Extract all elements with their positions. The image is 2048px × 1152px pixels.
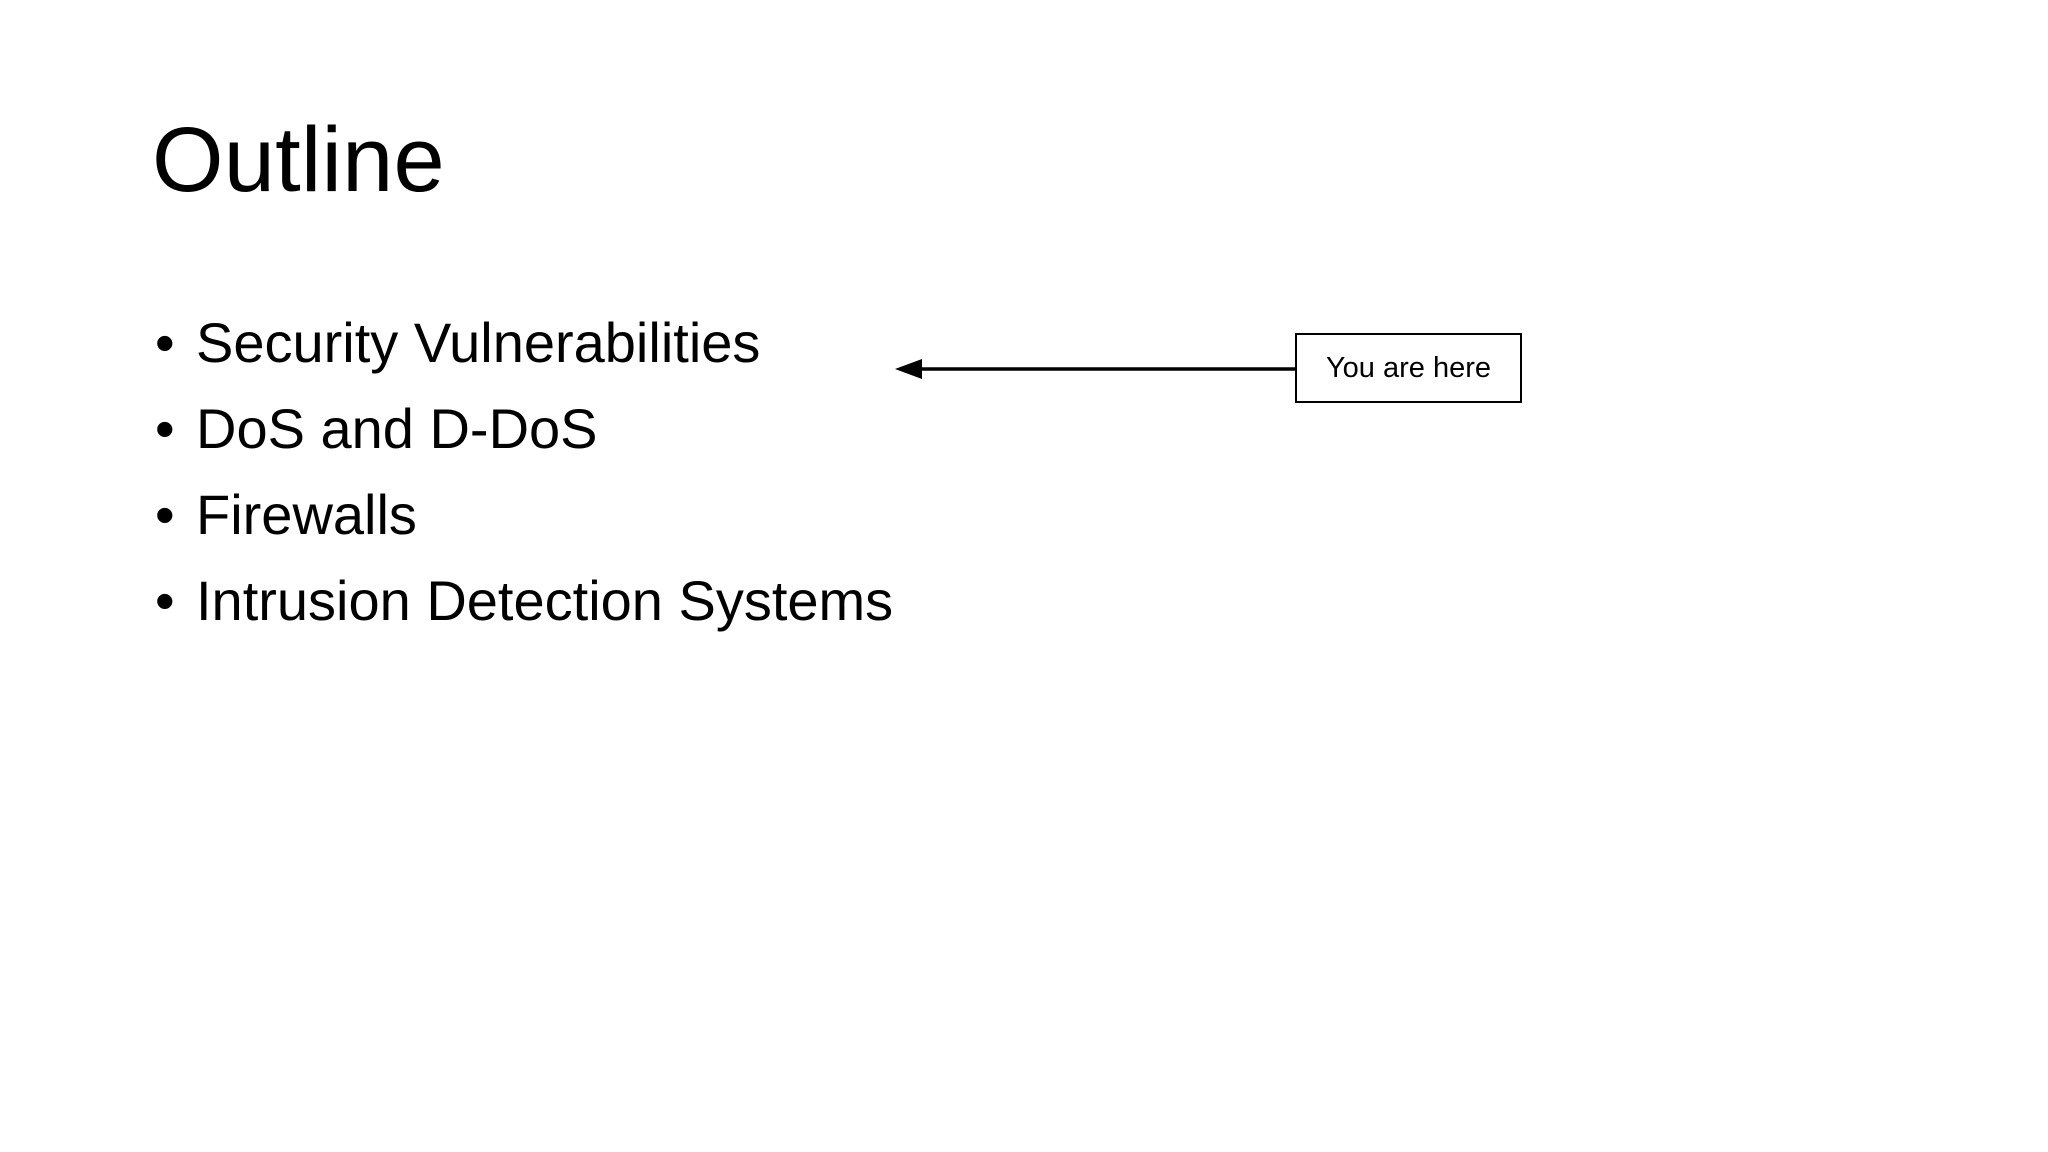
bullet-dot-icon: • [155, 311, 175, 374]
list-item[interactable]: • DoS and D-DoS [155, 386, 893, 472]
bullet-label: Intrusion Detection Systems [196, 569, 894, 632]
list-item[interactable]: • Firewalls [155, 472, 893, 558]
list-item[interactable]: • Intrusion Detection Systems [155, 558, 893, 644]
bullet-label: DoS and D-DoS [196, 397, 598, 460]
bullet-dot-icon: • [155, 397, 175, 460]
outline-bullet-list: • Security Vulnerabilities • DoS and D-D… [155, 300, 893, 644]
callout-arrow-icon [895, 359, 1300, 379]
bullet-dot-icon: • [155, 483, 175, 546]
callout-box[interactable]: You are here [1295, 333, 1522, 403]
page-title: Outline [152, 109, 445, 211]
callout-arrow-head [895, 359, 922, 379]
list-item[interactable]: • Security Vulnerabilities [155, 300, 893, 386]
bullet-label: Firewalls [196, 483, 417, 546]
bullet-label: Security Vulnerabilities [196, 311, 761, 374]
callout-label: You are here [1325, 351, 1491, 384]
bullet-dot-icon: • [155, 569, 175, 632]
